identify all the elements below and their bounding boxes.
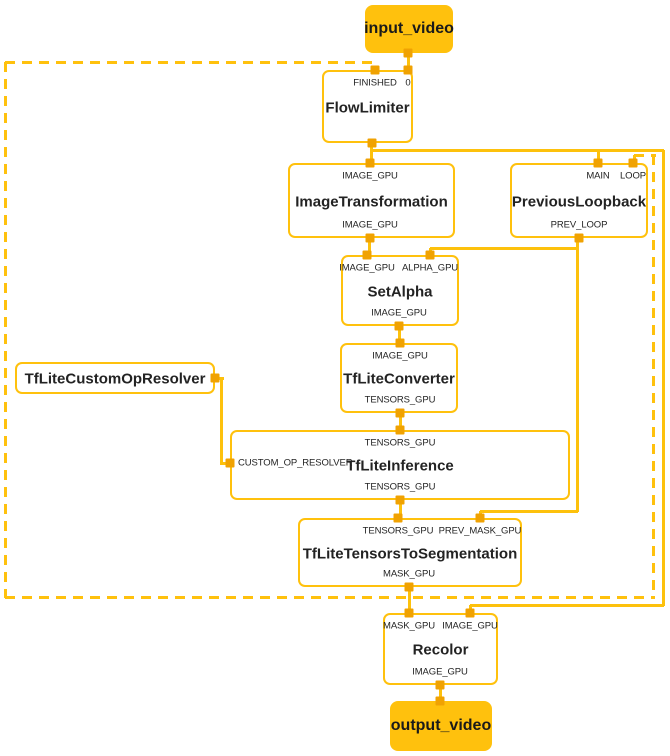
- flowlimiter-0-label: 0: [405, 77, 411, 89]
- tfliteconverter-image-gpu-port: [395, 338, 405, 348]
- dashed-edge-backedge-left-vertical: [3, 62, 7, 598]
- edge-imagetransformation-to-setalpha: [367, 238, 371, 256]
- setalpha-image-gpu-port: [394, 321, 404, 331]
- recolor-mask-gpu-label: MASK_GPU: [383, 620, 435, 632]
- dashed-edge-backedge-bottom-horizontal: [5, 595, 655, 599]
- dashed-edge-backedge-to-loop-horizontal: [634, 153, 656, 157]
- edge-tfliteconverter-to-tfliteinference: [398, 413, 402, 431]
- terminal-label-output-video: output_video: [390, 717, 492, 734]
- edge-recolor-to-output-video: [438, 685, 442, 702]
- edge-setalpha-to-tfliteconverter: [397, 326, 401, 344]
- edge-flowlimiter-right-vertical: [661, 150, 665, 606]
- terminal-output-video[interactable]: output_video: [390, 701, 492, 751]
- setalpha-image-gpu-label: IMAGE_GPU: [371, 307, 427, 319]
- dashed-edge-backedge-right-vertical: [651, 155, 655, 598]
- setalpha-alpha-gpu-port: [425, 250, 435, 260]
- tfliteconverter-tensors-gpu-port: [395, 408, 405, 418]
- tflitetensorstosegmentation-mask-gpu-label: MASK_GPU: [383, 568, 435, 580]
- output-video-top-port: [435, 696, 445, 706]
- imagetransformation-image-gpu-port: [365, 233, 375, 243]
- node-title-previousloopback: PreviousLoopback: [511, 193, 647, 210]
- setalpha-image-gpu-label: IMAGE_GPU: [339, 262, 395, 274]
- setalpha-image-gpu-port: [362, 250, 372, 260]
- edge-segmentation-mask-to-recolor: [407, 587, 411, 614]
- edge-prevloop-to-alpha-horizontal: [430, 246, 578, 250]
- edge-flowlimiter-to-previousloopback-main: [596, 150, 600, 164]
- recolor-image-gpu-label: IMAGE_GPU: [412, 666, 468, 678]
- imagetransformation-image-gpu-label: IMAGE_GPU: [342, 219, 398, 231]
- node-title-imagetransformation: ImageTransformation: [295, 193, 448, 210]
- edge-input-video-to-flowlimiter-0: [406, 53, 410, 71]
- edge-resolver-in-horizontal: [221, 461, 229, 465]
- input-video-bottom-port: [403, 48, 413, 58]
- node-tflitecustomopresolver[interactable]: [15, 362, 215, 394]
- node-title-tfliteconverter: TfLiteConverter: [343, 370, 455, 388]
- edge-recolor-image-horizontal: [470, 603, 664, 607]
- edge-prevloop-to-prevmask-horizontal: [480, 509, 578, 513]
- edge-flowlimiter-fanout-horizontal: [371, 148, 664, 152]
- tflitecustomopresolver-right-port: [210, 373, 220, 383]
- flowlimiter-bottom-port: [367, 138, 377, 148]
- node-title-tflitecustomopresolver: TfLiteCustomOpResolver: [24, 370, 206, 388]
- recolor-image-gpu-label: IMAGE_GPU: [442, 620, 498, 632]
- tfliteinference-tensors-gpu-label: TENSORS_GPU: [364, 437, 436, 449]
- edge-flowlimiter-to-imagetransformation: [369, 143, 373, 164]
- previousloopback-prev-loop-port: [574, 233, 584, 243]
- flowlimiter-finished-port: [370, 65, 380, 75]
- setalpha-alpha-gpu-label: ALPHA_GPU: [401, 262, 459, 274]
- tfliteconverter-image-gpu-label: IMAGE_GPU: [372, 350, 428, 362]
- tflitetensorstosegmentation-mask-gpu-port: [404, 582, 414, 592]
- terminal-label-input-video: input_video: [364, 20, 454, 37]
- previousloopback-main-label: MAIN: [586, 170, 610, 182]
- previousloopback-loop-port: [628, 158, 638, 168]
- tfliteconverter-tensors-gpu-label: TENSORS_GPU: [364, 394, 436, 406]
- flowlimiter-0-port: [403, 65, 413, 75]
- previousloopback-prev-loop-label: PREV_LOOP: [550, 219, 608, 231]
- recolor-image-gpu-port: [465, 608, 475, 618]
- node-title-flowlimiter: FlowLimiter: [325, 99, 410, 116]
- tfliteinference-tensors-gpu-label: TENSORS_GPU: [364, 481, 436, 493]
- edge-resolver-vertical: [219, 378, 223, 465]
- node-title-recolor: Recolor: [412, 641, 469, 659]
- tflitetensorstosegmentation-prev-mask-gpu-label: PREV_MASK_GPU: [438, 525, 522, 537]
- imagetransformation-image-gpu-port: [365, 158, 375, 168]
- tflitetensorstosegmentation-prev-mask-gpu-port: [475, 513, 485, 523]
- tfliteinference-tensors-gpu-port: [395, 495, 405, 505]
- previousloopback-loop-label: LOOP: [620, 170, 646, 182]
- node-title-tflitetensorstosegmentation: TfLiteTensorsToSegmentation: [302, 545, 518, 562]
- recolor-mask-gpu-port: [404, 608, 414, 618]
- tfliteinference-custom-op-resolver-port: [225, 458, 235, 468]
- imagetransformation-image-gpu-label: IMAGE_GPU: [342, 170, 398, 182]
- recolor-image-gpu-port: [435, 680, 445, 690]
- tfliteinference-custom-op-resolver-label: CUSTOM_OP_RESOLVER: [238, 457, 353, 469]
- node-title-tfliteinference: TfLiteInference: [346, 457, 454, 475]
- node-title-setalpha: SetAlpha: [367, 283, 433, 300]
- edge-prevloop-vertical: [575, 238, 579, 512]
- tflitetensorstosegmentation-tensors-gpu-port: [393, 513, 403, 523]
- tfliteinference-tensors-gpu-port: [395, 425, 405, 435]
- edge-tfliteinference-to-segmentation: [398, 500, 402, 519]
- terminal-input-video[interactable]: input_video: [364, 5, 454, 53]
- flowlimiter-finished-label: FINISHED: [353, 77, 397, 89]
- dashed-edge-backedge-top-to-finished: [5, 60, 377, 64]
- previousloopback-main-port: [593, 158, 603, 168]
- tflitetensorstosegmentation-tensors-gpu-label: TENSORS_GPU: [362, 525, 434, 537]
